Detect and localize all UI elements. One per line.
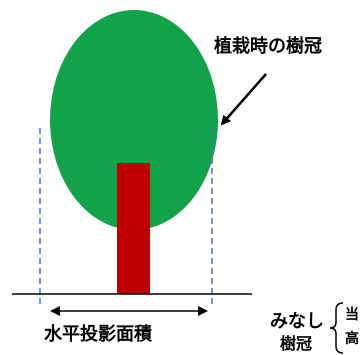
crown-at-planting-label: 植栽時の樹冠 [214, 36, 322, 57]
tree-trunk [117, 163, 150, 294]
brace-text-top: 当 [345, 307, 359, 323]
tree-canopy [50, 10, 218, 230]
deemed-crown-label: 樹冠 [280, 334, 313, 353]
deemed-label: みなし [270, 311, 324, 332]
brace-text-bottom: 高 [345, 331, 359, 347]
crown-pointer-arrow [220, 73, 267, 126]
horizontal-projected-area-label: 水平投影面積 [44, 324, 152, 345]
brace [329, 302, 344, 354]
